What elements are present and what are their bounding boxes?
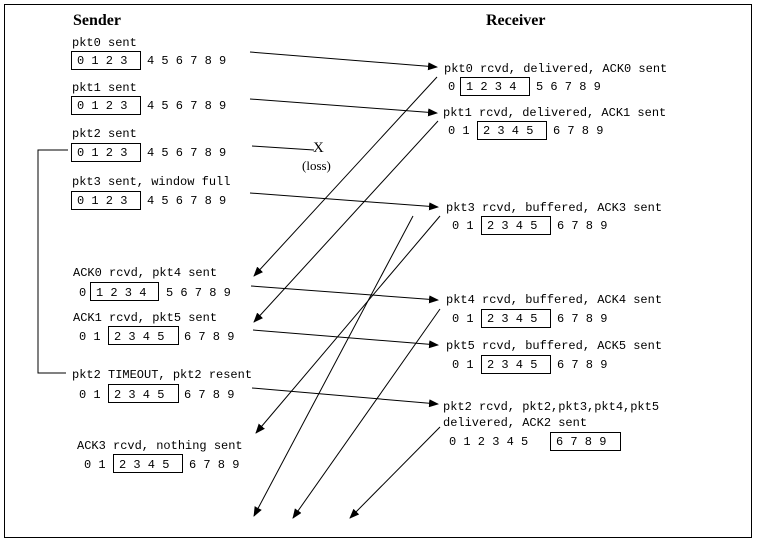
receiver-pkt3-pre: 0 1 <box>452 219 474 233</box>
sender-ack3-pre: 0 1 <box>84 458 106 472</box>
sender-pkt1-label: pkt1 sent <box>72 81 137 95</box>
sender-pkt3-window: 0 1 2 3 <box>77 194 128 208</box>
receiver-header: Receiver <box>486 12 546 29</box>
sender-ack0-window: 1 2 3 4 <box>96 286 147 300</box>
sender-ack1-label: ACK1 rcvd, pkt5 sent <box>73 311 218 325</box>
receiver-pkt5-window: 2 3 4 5 <box>487 358 538 372</box>
sender-timeout-rest: 6 7 8 9 <box>184 388 235 402</box>
loss-mark: X <box>313 140 324 156</box>
receiver-pkt2-label: pkt2 rcvd, pkt2,pkt3,pkt4,pkt5 <box>443 400 660 414</box>
receiver-pkt5-pre: 0 1 <box>452 358 474 372</box>
sender-ack3-rest: 6 7 8 9 <box>189 458 240 472</box>
receiver-pkt4-pre: 0 1 <box>452 312 474 326</box>
receiver-pkt1-rest: 6 7 8 9 <box>553 124 604 138</box>
receiver-pkt0-label: pkt0 rcvd, delivered, ACK0 sent <box>444 62 668 76</box>
receiver-pkt1-window: 2 3 4 5 <box>483 124 534 138</box>
sender-timeout-pre: 0 1 <box>79 388 101 402</box>
sender-pkt0-rest: 4 5 6 7 8 9 <box>147 54 227 68</box>
arrow-ack1 <box>253 120 439 323</box>
sender-pkt2-window: 0 1 2 3 <box>77 146 128 160</box>
sender-ack0-pre: 0 <box>79 286 87 300</box>
arrow-pkt3 <box>249 192 439 211</box>
sender-timeout-window: 2 3 4 5 <box>114 388 165 402</box>
arrow-pkt4 <box>250 285 439 304</box>
receiver-pkt3-label: pkt3 rcvd, buffered, ACK3 sent <box>446 201 663 215</box>
timeout-bracket <box>37 149 68 374</box>
sender-header: Sender <box>73 12 121 29</box>
sender-pkt2-label: pkt2 sent <box>72 127 137 141</box>
arrow-pkt2-lost <box>251 145 315 151</box>
receiver-pkt5-label: pkt5 rcvd, buffered, ACK5 sent <box>446 339 663 353</box>
arrow-ack3 <box>255 215 441 434</box>
sender-pkt1-window: 0 1 2 3 <box>77 99 128 113</box>
receiver-pkt0-window: 1 2 3 4 <box>466 80 517 94</box>
sender-ack1-pre: 0 1 <box>79 330 101 344</box>
sender-ack1-rest: 6 7 8 9 <box>184 330 235 344</box>
receiver-pkt2-label-line2: delivered, ACK2 sent <box>443 416 588 430</box>
loss-label: (loss) <box>302 158 331 173</box>
receiver-pkt2-window: 6 7 8 9 <box>556 435 607 449</box>
sender-pkt3-rest: 4 5 6 7 8 9 <box>147 194 227 208</box>
sender-ack3-label: ACK3 rcvd, nothing sent <box>77 439 243 453</box>
sender-ack0-label: ACK0 rcvd, pkt4 sent <box>73 266 218 280</box>
sender-ack3-window: 2 3 4 5 <box>119 458 170 472</box>
sender-pkt0-window: 0 1 2 3 <box>77 54 128 68</box>
arrow-ack4 <box>253 215 414 517</box>
sender-ack1-window: 2 3 4 5 <box>114 330 165 344</box>
receiver-pkt3-rest: 6 7 8 9 <box>557 219 608 233</box>
sender-ack0-rest: 5 6 7 8 9 <box>166 286 231 300</box>
sender-pkt0-label: pkt0 sent <box>72 36 137 50</box>
receiver-pkt3-window: 2 3 4 5 <box>487 219 538 233</box>
diagram-frame <box>4 4 752 538</box>
receiver-pkt4-window: 2 3 4 5 <box>487 312 538 326</box>
arrow-ack2 <box>349 426 441 519</box>
arrow-ack5 <box>292 308 441 519</box>
receiver-pkt0-pre: 0 <box>448 80 456 94</box>
sender-pkt1-rest: 4 5 6 7 8 9 <box>147 99 227 113</box>
receiver-pkt5-rest: 6 7 8 9 <box>557 358 608 372</box>
receiver-pkt0-rest: 5 6 7 8 9 <box>536 80 601 94</box>
arrow-pkt2-resent <box>251 387 439 408</box>
arrow-pkt5 <box>252 329 439 349</box>
arrow-pkt0 <box>249 51 438 71</box>
receiver-pkt4-rest: 6 7 8 9 <box>557 312 608 326</box>
receiver-pkt4-label: pkt4 rcvd, buffered, ACK4 sent <box>446 293 663 307</box>
sender-timeout-label: pkt2 TIMEOUT, pkt2 resent <box>72 368 253 382</box>
sender-pkt2-rest: 4 5 6 7 8 9 <box>147 146 227 160</box>
arrow-pkt1 <box>249 98 438 117</box>
arrow-ack0 <box>253 76 438 277</box>
receiver-pkt2-pre: 0 1 2 3 4 5 <box>449 435 529 449</box>
receiver-pkt1-label: pkt1 rcvd, delivered, ACK1 sent <box>443 106 667 120</box>
sender-pkt3-label: pkt3 sent, window full <box>72 175 231 189</box>
receiver-pkt1-pre: 0 1 <box>448 124 470 138</box>
